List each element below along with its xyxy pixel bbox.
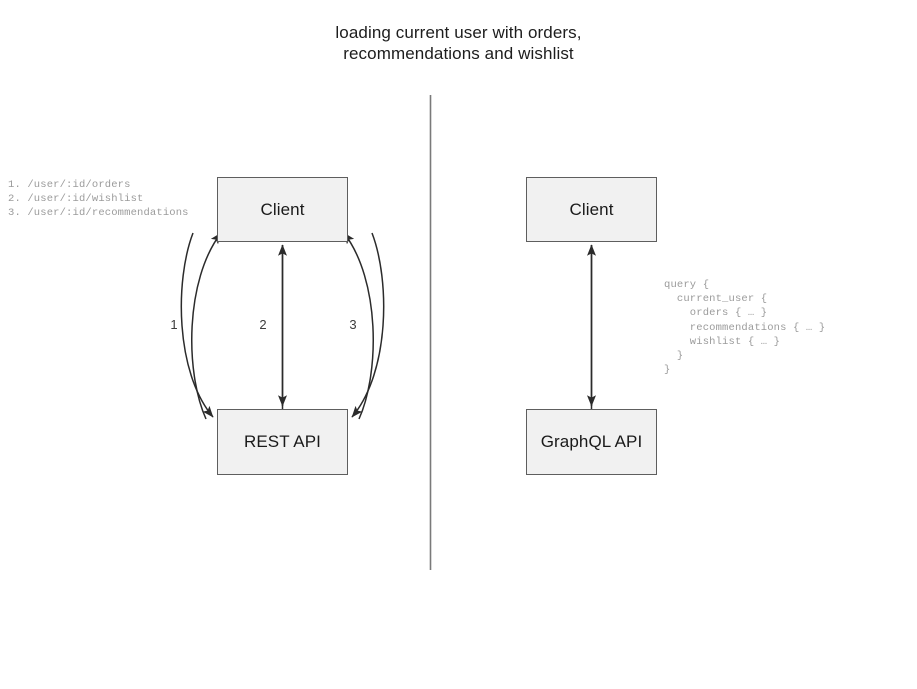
rest-endpoints-annotation: 1. /user/:id/orders 2. /user/:id/wishlis… xyxy=(8,179,189,220)
edge-1-up xyxy=(191,232,222,420)
graphql-query-annotation: query { current_user { orders { … } reco… xyxy=(664,279,826,377)
edge-3-up xyxy=(343,232,374,420)
edge-label-3: 3 xyxy=(349,317,357,332)
node-graphql-api[interactable]: GraphQL API xyxy=(526,409,657,475)
node-rest-api[interactable]: REST API xyxy=(217,409,348,475)
edge-label-2: 2 xyxy=(259,317,267,332)
edge-1-down xyxy=(180,232,214,418)
node-client-rest[interactable]: Client xyxy=(217,177,348,242)
node-client-graphql[interactable]: Client xyxy=(526,177,657,242)
page-title: loading current user with orders, recomm… xyxy=(335,23,582,63)
edge-3-down xyxy=(351,232,385,418)
edge-label-1: 1 xyxy=(170,317,178,332)
